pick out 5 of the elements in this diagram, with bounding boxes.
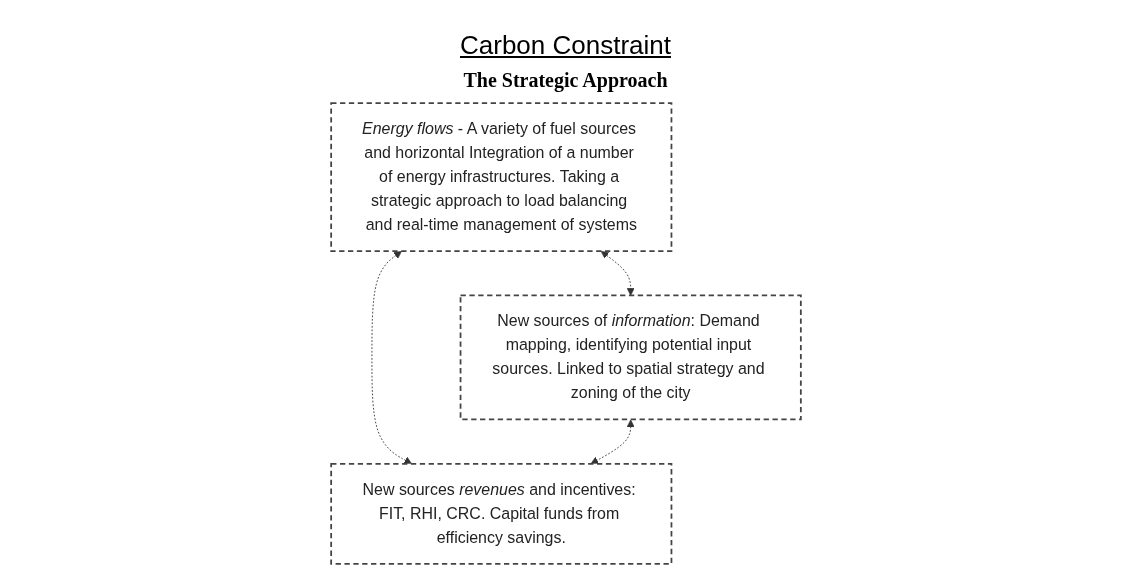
node-box: Energy flows - A variety of fuel sources and horizontal Integration of a number of energy infrastructures. Taking a strategic approach to load balancing and real-time management of systems: [329, 102, 672, 252]
node-box: New sources revenues and incentives: FIT, RHI, CRC. Capital funds from efficiency savings.: [329, 462, 672, 565]
center-label: The Strategic Approach: [463, 69, 668, 92]
node-box: New sources of information: Demand mapping, identifying potential input sources. Linked to spatial strategy and zoning of the city: [459, 294, 802, 421]
diagram-title: Carbon Constraint: [460, 30, 671, 61]
